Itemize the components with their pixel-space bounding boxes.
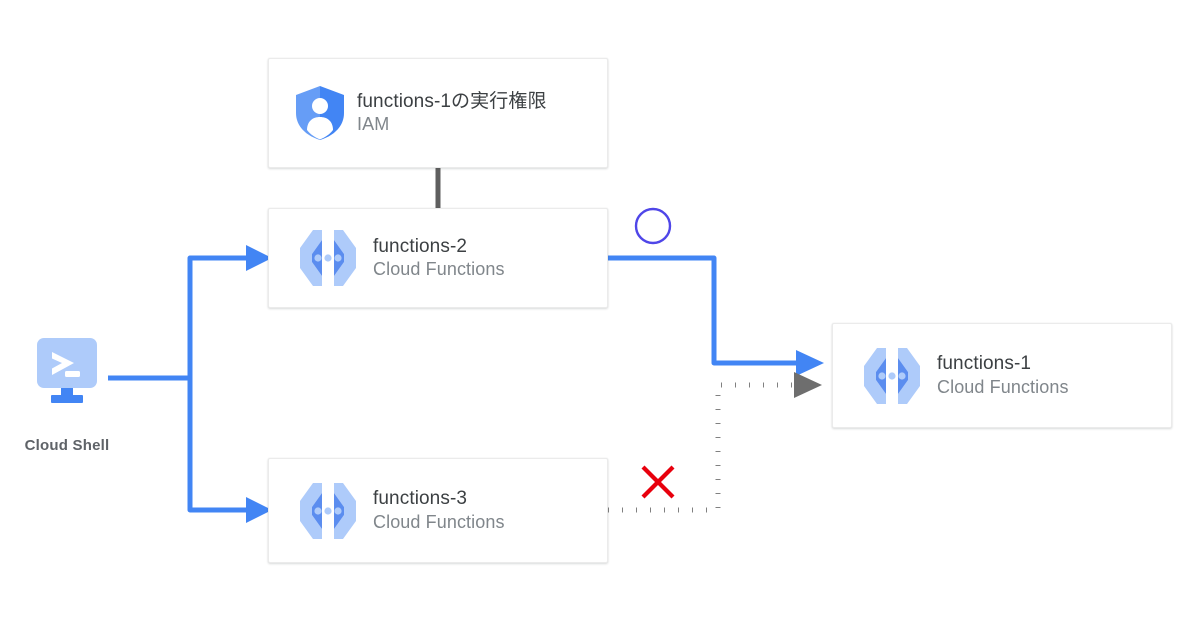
node-functions-2[interactable]: functions-2 Cloud Functions xyxy=(268,208,608,308)
functions-1-subtitle: Cloud Functions xyxy=(937,376,1069,397)
cloud-shell-icon xyxy=(25,330,109,419)
cloud-functions-icon xyxy=(283,479,373,543)
functions-2-labels: functions-2 Cloud Functions xyxy=(373,236,505,281)
functions-3-subtitle: Cloud Functions xyxy=(373,511,505,532)
cloud-shell-label: Cloud Shell xyxy=(24,437,110,454)
cross-ng-marker xyxy=(637,461,679,503)
cloud-functions-icon xyxy=(847,344,937,408)
functions-3-title: functions-3 xyxy=(373,488,468,510)
node-functions-3[interactable]: functions-3 Cloud Functions xyxy=(268,458,608,563)
iam-title: functions-1の実行権限 xyxy=(357,90,547,112)
iam-subtitle: IAM xyxy=(357,114,390,135)
functions-2-title: functions-2 xyxy=(373,235,468,257)
node-functions-1[interactable]: functions-1 Cloud Functions xyxy=(832,323,1172,428)
arrowhead-functions-2-to-functions-1 xyxy=(796,350,824,376)
node-iam[interactable]: functions-1の実行権限 IAM xyxy=(268,58,608,168)
cloud-functions-icon xyxy=(283,226,373,290)
edge-shell-to-functions-2 xyxy=(187,255,248,380)
functions-3-labels: functions-3 Cloud Functions xyxy=(373,488,505,533)
circle-ok-marker xyxy=(633,206,673,246)
functions-1-labels: functions-1 Cloud Functions xyxy=(937,353,1069,398)
iam-shield-person-icon xyxy=(283,84,357,142)
iam-labels: functions-1の実行権限 IAM xyxy=(357,91,547,136)
edge-shell-to-functions-3 xyxy=(187,376,248,513)
node-cloud-shell[interactable]: Cloud Shell xyxy=(8,330,126,454)
functions-2-subtitle: Cloud Functions xyxy=(373,259,505,280)
edge-functions-2-to-functions-1 xyxy=(608,255,798,366)
functions-1-title: functions-1 xyxy=(937,353,1032,375)
arrowhead-functions-3-to-functions-1 xyxy=(794,372,822,398)
